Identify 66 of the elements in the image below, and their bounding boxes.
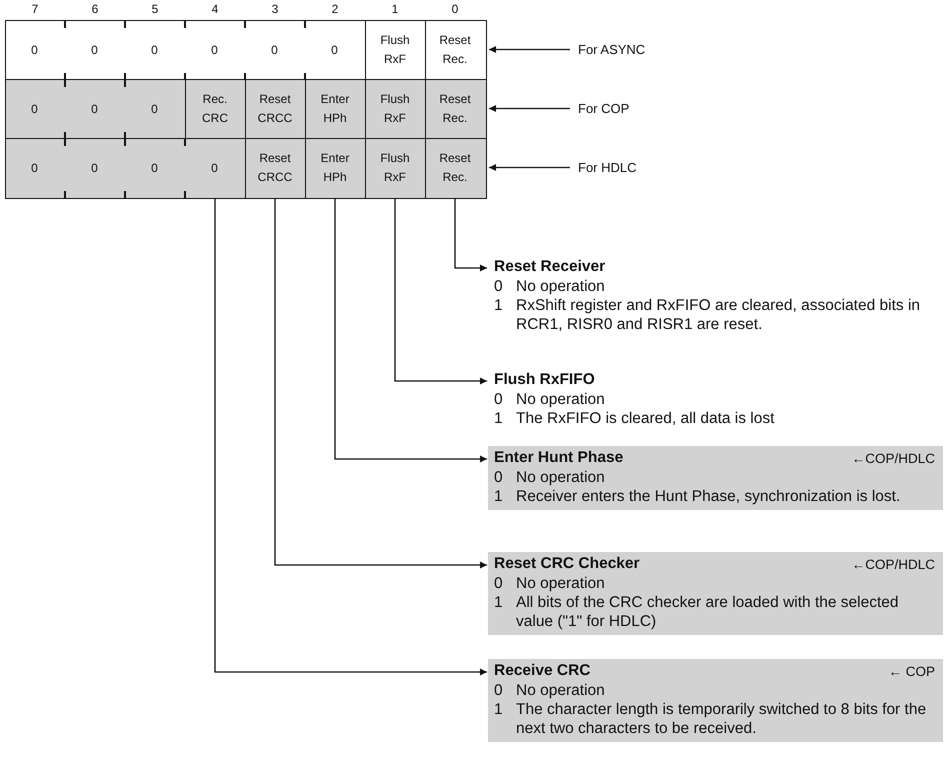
bit-name: Flush RxFIFO xyxy=(494,370,595,390)
bit-field-text: Enter HPh xyxy=(320,150,350,186)
mode-label: For COP xyxy=(578,100,630,116)
register-row xyxy=(5,79,486,140)
bit-name: Receive CRC xyxy=(494,661,590,681)
bit-value-description: 1 All bits of the CRC checker are loaded with the selected value ("1" for HDLC) xyxy=(494,593,900,631)
bit-field-text: 0 xyxy=(331,42,338,59)
bit-field-text: Reset CRCC xyxy=(258,150,292,186)
bit-name: Reset Receiver xyxy=(494,257,606,277)
arrow xyxy=(489,105,570,112)
bit-field-text: 0 xyxy=(151,160,158,177)
bit-number: 7 xyxy=(30,2,40,16)
arrow xyxy=(489,46,570,53)
description-panel xyxy=(488,446,943,510)
mode-tag: ← COP xyxy=(888,662,935,682)
leader-arrow xyxy=(394,198,487,384)
bit-number: 4 xyxy=(210,2,220,16)
mode-label: For HDLC xyxy=(578,160,637,174)
bit-number: 0 xyxy=(450,2,460,16)
bit-value-description: 0 No operation xyxy=(494,574,606,593)
bit-field-text: 0 xyxy=(271,42,278,59)
bit-value-description: 0 No operation xyxy=(494,681,606,700)
bit-number: 3 xyxy=(270,2,280,16)
bit-field-text: 0 xyxy=(31,160,38,177)
arrow xyxy=(489,164,570,171)
bit-number: 6 xyxy=(90,2,100,16)
description-panel xyxy=(488,659,943,742)
bit-field-text: Rec. CRC xyxy=(202,91,228,128)
leader-arrow xyxy=(454,198,487,272)
bit-value-description: 1 The RxFIFO is cleared, all data is lost xyxy=(494,409,776,428)
bit-field-text: Enter HPh xyxy=(320,91,350,128)
bit-field-text: 0 xyxy=(91,42,98,59)
bit-number: 2 xyxy=(330,2,340,16)
description-panel xyxy=(488,552,943,635)
bit-field-text: Reset Rec. xyxy=(439,91,471,128)
bit-name: Enter Hunt Phase xyxy=(494,448,624,468)
bit-value-description: 1 Receiver enters the Hunt Phase, synchronization is lost. xyxy=(494,487,902,506)
bit-number: 5 xyxy=(150,2,160,16)
bit-value-description: 0 No operation xyxy=(494,468,606,487)
mode-label: For ASYNC xyxy=(578,42,646,56)
mode-tag: ←COP/HDLC xyxy=(852,555,935,575)
bit-field-text: 0 xyxy=(91,100,98,118)
bit-value-description: 1 The character length is temporarily switched to 8 bits for the next two characters to be received. xyxy=(494,700,928,738)
bit-value-description: 1 RxShift register and RxFIFO are cleared, associated bits in RCR1, RISR0 and RISR1 are reset. xyxy=(494,296,922,334)
bit-value-description: 0 No operation xyxy=(494,390,606,409)
bit-field-text: 0 xyxy=(31,42,38,59)
bit-name: Reset CRC Checker xyxy=(494,554,640,574)
register-row xyxy=(5,138,486,198)
leader-arrow xyxy=(274,198,487,568)
bit-number: 1 xyxy=(390,2,400,16)
bit-field-text: 0 xyxy=(211,42,218,59)
bit-field-text: 0 xyxy=(151,42,158,59)
bit-field-text: 0 xyxy=(151,100,158,118)
bit-field-text: 0 xyxy=(211,160,218,177)
bit-field-text: Reset CRCC xyxy=(258,91,292,128)
bit-field-text: Flush RxF xyxy=(380,91,410,128)
leader-arrow xyxy=(334,198,487,462)
bit-field-text: Flush RxF xyxy=(380,32,410,68)
bit-field-text: Flush RxF xyxy=(380,150,410,186)
mode-tag: ←COP/HDLC xyxy=(852,449,935,469)
leader-arrow xyxy=(214,198,487,676)
bit-value-description: 0 No operation xyxy=(494,277,606,296)
bit-field-text: 0 xyxy=(91,160,98,177)
bit-field-text: Reset Rec. xyxy=(439,32,471,68)
bit-field-text: 0 xyxy=(31,100,38,118)
bit-field-text: Reset Rec. xyxy=(439,150,471,186)
